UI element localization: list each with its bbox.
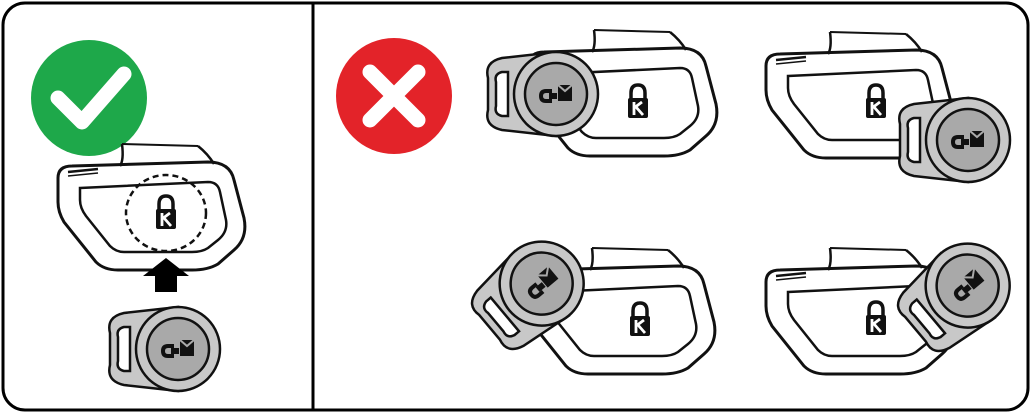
device-correct (58, 144, 245, 270)
key-tag (109, 307, 220, 391)
wrong-scene-2 (766, 32, 1010, 182)
wrong-scene-1 (487, 30, 717, 156)
key-tag (487, 52, 598, 136)
wrong-scene-4 (766, 226, 1027, 374)
check-icon (31, 40, 147, 156)
key-tag (899, 98, 1010, 182)
cross-icon (336, 38, 452, 154)
correct-panel (31, 40, 245, 391)
wrong-scene-3 (462, 224, 715, 374)
incorrect-panel (336, 30, 1027, 374)
